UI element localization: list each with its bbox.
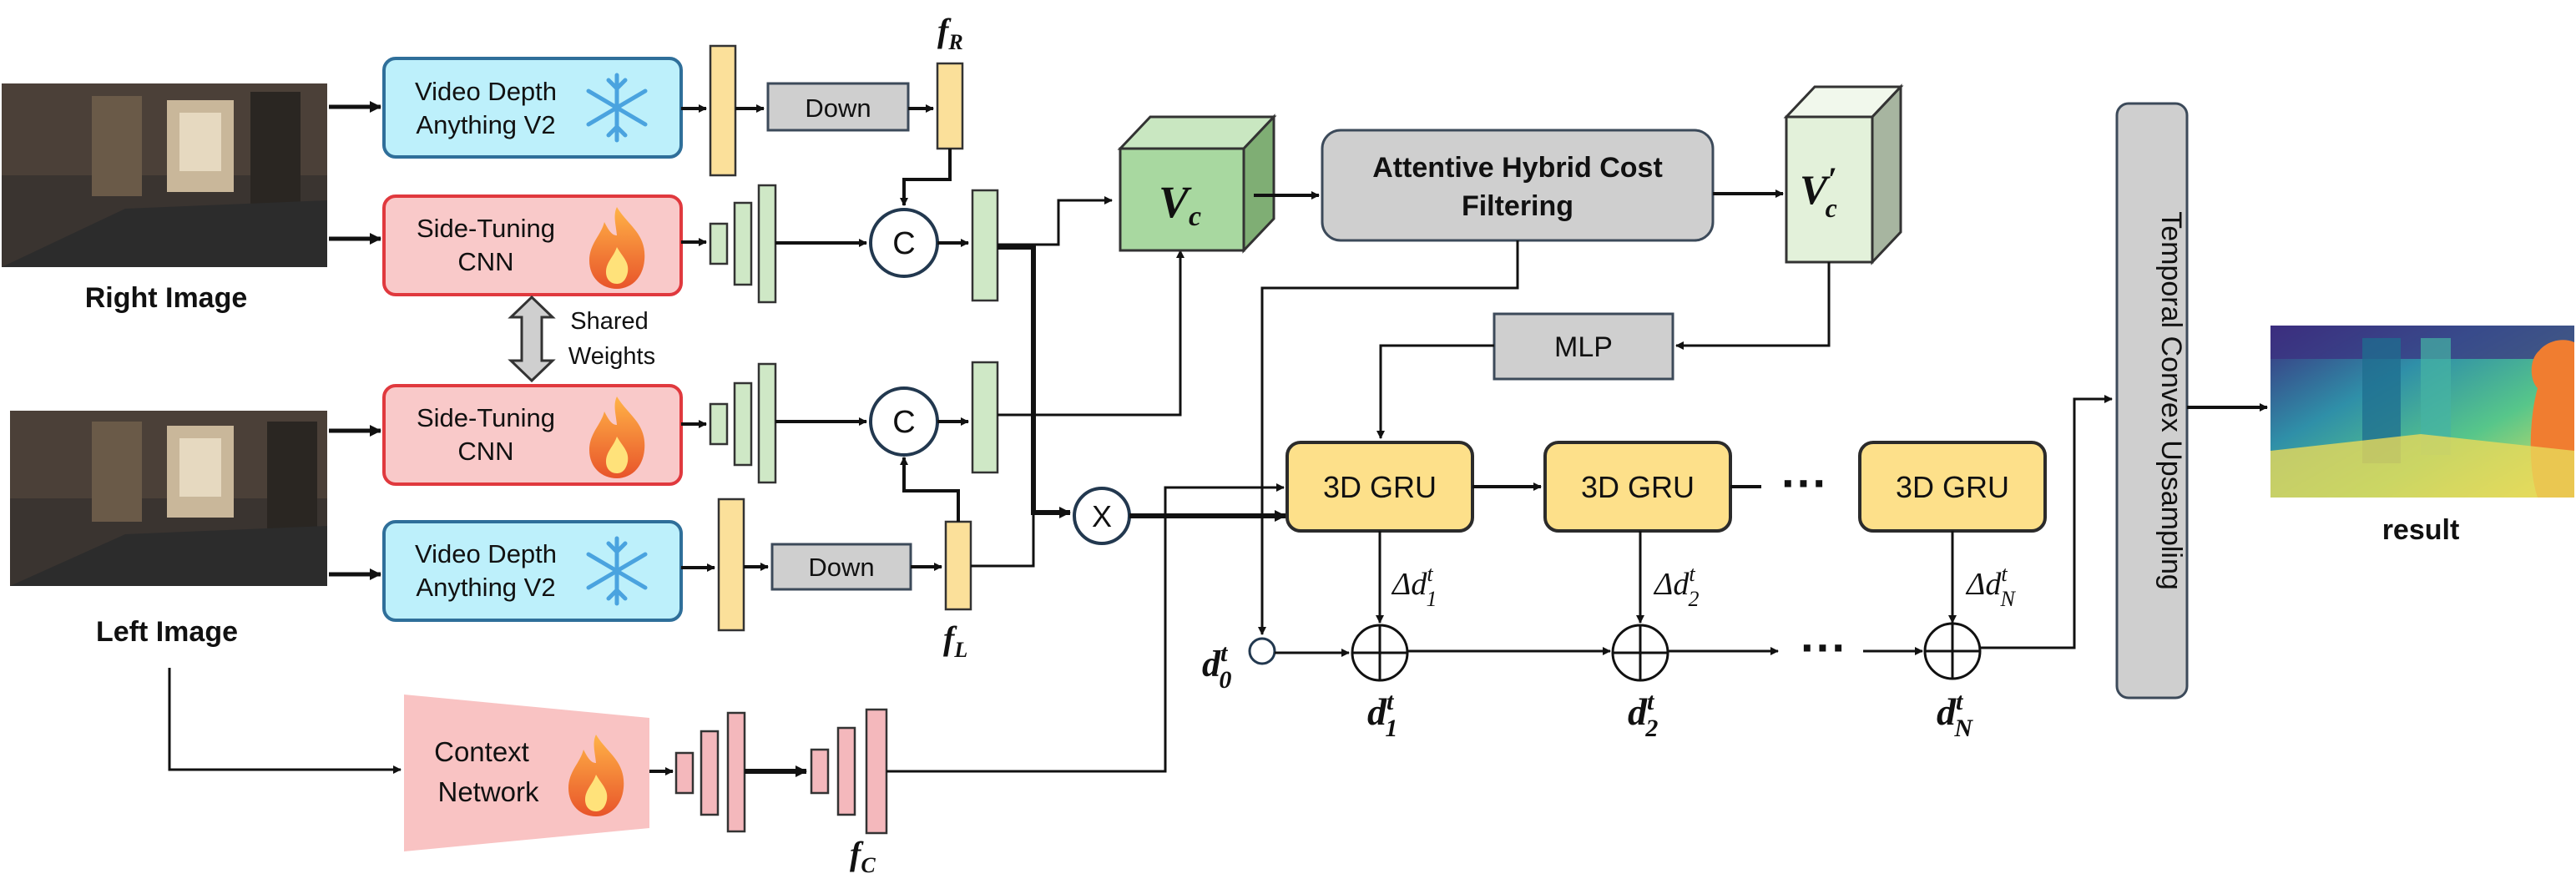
svg-text:MLP: MLP <box>1554 331 1613 363</box>
f-l-feature <box>944 520 972 611</box>
svg-text:Temporal Convex Upsampling: Temporal Convex Upsampling <box>2155 211 2187 590</box>
side-tuning-right-block: Side-Tuning CNN <box>382 194 683 296</box>
f-c-symbol: fC <box>850 835 876 877</box>
concat-left-feature <box>971 361 999 474</box>
multiply-node: X <box>1073 487 1131 545</box>
filtered-cost-volume-vc-prime: V′c <box>1783 83 1904 265</box>
snowflake-icon <box>586 536 648 606</box>
add-node-n <box>1923 622 1982 680</box>
fire-icon <box>589 397 645 478</box>
svg-text:Video Depth: Video Depth <box>415 77 557 106</box>
svg-text:Context: Context <box>434 736 529 767</box>
svg-text:CNN: CNN <box>457 247 513 276</box>
left-image <box>10 411 327 586</box>
context-network-block: Context Network <box>404 695 649 851</box>
concat-right-feature <box>971 189 999 302</box>
svg-text:Side-Tuning: Side-Tuning <box>417 403 555 432</box>
svg-text:3D GRU: 3D GRU <box>1581 470 1695 504</box>
d0-node <box>1248 637 1276 665</box>
svg-text:C: C <box>892 226 915 261</box>
temporal-convex-upsampling-block: Temporal Convex Upsampling <box>2115 102 2189 700</box>
result-depth-map <box>2270 326 2574 498</box>
f-r-symbol: fR <box>937 12 963 54</box>
svg-text:3D GRU: 3D GRU <box>1323 470 1437 504</box>
svg-text:Network: Network <box>437 776 539 807</box>
mlp-block: MLP <box>1493 312 1674 381</box>
concat-left-node: C <box>869 386 939 457</box>
svg-text:Anything V2: Anything V2 <box>416 573 555 602</box>
chain-ellipsis: ··· <box>1801 621 1847 674</box>
svg-text:3D GRU: 3D GRU <box>1896 470 2009 504</box>
left-image-label: Left Image <box>96 616 238 648</box>
right-image-label: Right Image <box>85 282 248 314</box>
input-arrows <box>329 101 381 580</box>
svg-text:Anything V2: Anything V2 <box>416 110 555 139</box>
down-right-block: Down <box>766 82 910 132</box>
attentive-hybrid-cost-filtering: Attentive Hybrid Cost Filtering <box>1321 129 1715 242</box>
cost-volume-connectors <box>971 196 1184 568</box>
svg-text:Side-Tuning: Side-Tuning <box>417 214 555 243</box>
svg-text:CNN: CNN <box>457 437 513 466</box>
shared-weights-arrow <box>508 295 556 383</box>
svg-text:X: X <box>1092 499 1112 533</box>
cost-volume-vc: Vc <box>1117 114 1277 254</box>
svg-text:Down: Down <box>808 553 874 582</box>
context-features <box>649 708 888 835</box>
svg-text:V′c: V′c <box>1800 160 1837 223</box>
gru-ellipsis: ··· <box>1781 457 1828 509</box>
vda-right-block: Video Depth Anything V2 <box>382 57 683 159</box>
shared-weights-label: Shared <box>570 308 649 335</box>
svg-text:Weights: Weights <box>568 343 655 370</box>
result-label: result <box>2382 514 2460 546</box>
down-left-block: Down <box>770 543 912 591</box>
svg-text:Video Depth: Video Depth <box>415 539 557 568</box>
add-node-1 <box>1351 624 1409 682</box>
svg-text:Filtering: Filtering <box>1462 190 1573 222</box>
f-r-feature <box>936 62 964 150</box>
snowflake-icon <box>586 73 648 143</box>
f-l-symbol: fL <box>943 619 967 662</box>
fire-icon <box>568 735 624 816</box>
side-right-features <box>681 184 867 304</box>
add-node-2 <box>1611 624 1669 682</box>
svg-text:Vc: Vc <box>1159 177 1201 232</box>
side-left-features <box>681 362 867 484</box>
gru-block-n: 3D GRU <box>1858 441 2047 533</box>
svg-text:C: C <box>892 405 915 440</box>
gru-block-2: 3D GRU <box>1543 441 1732 533</box>
svg-text:Down: Down <box>805 93 871 123</box>
right-image <box>2 83 327 267</box>
concat-right-node: C <box>869 208 939 278</box>
gru-block-1: 3D GRU <box>1285 441 1474 533</box>
svg-text:Attentive Hybrid Cost: Attentive Hybrid Cost <box>1372 152 1663 184</box>
vda-right-features <box>681 44 765 177</box>
vda-left-features <box>681 498 769 632</box>
fire-icon <box>589 207 645 289</box>
vda-left-block: Video Depth Anything V2 <box>382 520 683 622</box>
side-tuning-left-block: Side-Tuning CNN <box>382 384 683 486</box>
